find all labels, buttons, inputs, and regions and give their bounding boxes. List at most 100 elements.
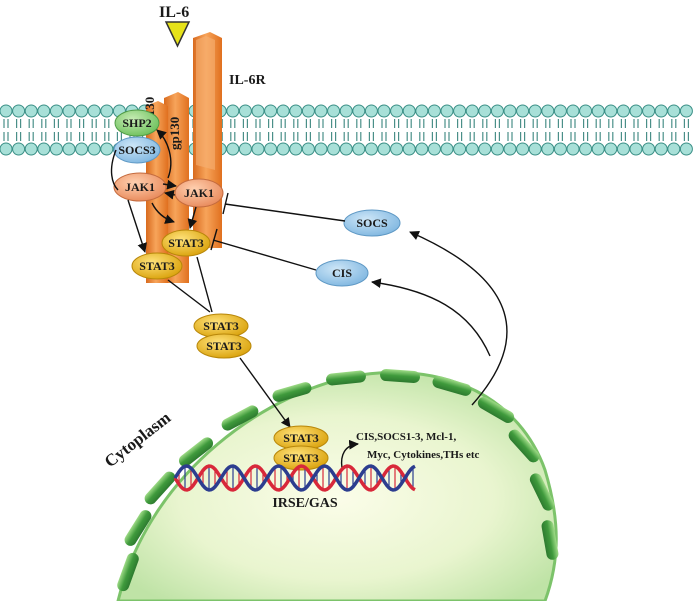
dimer-to-nucleus-arrow <box>239 357 291 428</box>
nuclear-pore-segment <box>221 405 259 431</box>
nuclear-pore-segment <box>178 437 214 467</box>
jak1-right-node <box>174 178 224 208</box>
pathway-arrows <box>110 129 508 469</box>
lipid-head <box>541 142 555 156</box>
lipid-head <box>264 104 278 118</box>
nuclear-stat3-bottom-label: STAT3 <box>283 451 319 465</box>
lipid-head <box>364 142 378 156</box>
lipid-head <box>264 142 278 156</box>
lipid-head <box>352 142 366 156</box>
shp2-node <box>114 109 160 137</box>
lipid-head <box>503 104 517 118</box>
stat3-dimer-bottom-label: STAT3 <box>206 339 242 353</box>
nuclear-pore-segment <box>124 510 152 546</box>
nucleus <box>116 369 559 601</box>
lipid-head <box>453 142 467 156</box>
lipid-head <box>629 142 643 156</box>
lipid-head <box>314 104 328 118</box>
stat3-right-node <box>161 229 211 257</box>
jak1-reverse-arrow <box>164 189 176 200</box>
nuclear-pore-segment <box>541 520 559 560</box>
shp2-label: SHP2 <box>122 116 151 130</box>
lipid-head <box>679 142 693 156</box>
targets-to-socs-arrow <box>409 231 508 406</box>
lipid-head <box>427 142 441 156</box>
lipid-head <box>100 104 114 118</box>
lipid-head <box>238 142 252 156</box>
il6-ligand-icon <box>164 21 191 48</box>
stat3-right-to-dimer-line <box>196 256 213 313</box>
lipid-head <box>591 104 605 118</box>
lipid-head <box>629 104 643 118</box>
cytoplasm-label: Cytoplasm <box>101 408 174 471</box>
lipid-head <box>100 142 114 156</box>
lipid-head <box>616 142 630 156</box>
lipid-head <box>289 142 303 156</box>
nuclear-pore-segment <box>380 369 420 383</box>
nuclear-pore-segment <box>272 382 312 402</box>
lipid-head <box>490 104 504 118</box>
nuclear-pore-segment <box>529 473 555 511</box>
socs3-label: SOCS3 <box>118 143 155 157</box>
lipid-head <box>377 142 391 156</box>
stat3-left-node <box>131 252 183 280</box>
lipid-head <box>440 142 454 156</box>
jak1-left-node <box>113 172 167 202</box>
lipid-head <box>402 142 416 156</box>
lipid-head <box>642 142 656 156</box>
lipid-head <box>503 142 517 156</box>
lipid-head <box>566 142 580 156</box>
jak1-forward-arrow <box>162 179 177 190</box>
lipid-head <box>478 104 492 118</box>
lipid-head <box>427 104 441 118</box>
jak1-to-shp2-arrow <box>156 129 172 179</box>
lipid-head <box>453 104 467 118</box>
gp130-right-label: gp130 <box>167 117 182 150</box>
nuclear-stat3-top-label: STAT3 <box>283 431 319 445</box>
socs-inhibits-jak1 <box>224 203 346 222</box>
jak1-right-to-stat3-arrow <box>187 206 198 229</box>
lipid-head <box>516 104 530 118</box>
lipid-head <box>301 142 315 156</box>
lipid-head <box>604 142 618 156</box>
lipid-head <box>49 104 63 118</box>
lipid-head <box>226 104 240 118</box>
nuclear-stat3-bottom-node <box>273 445 329 471</box>
lipid-head <box>62 104 76 118</box>
cis-inhibits-stat3 <box>212 239 317 271</box>
il6r-label: IL-6R <box>229 73 266 88</box>
lipid-head <box>528 104 542 118</box>
lipid-head <box>24 142 38 156</box>
lipid-head <box>49 142 63 156</box>
lipid-head <box>667 104 681 118</box>
lipid-head <box>87 142 101 156</box>
lipid-head <box>415 104 429 118</box>
lipid-head <box>75 142 89 156</box>
lipid-head <box>327 104 341 118</box>
stat3-dimer-bottom-node <box>196 333 252 359</box>
lipid-head <box>553 104 567 118</box>
lipid-head <box>528 142 542 156</box>
lipid-head <box>12 142 26 156</box>
lipid-head <box>24 104 38 118</box>
lipid-head <box>238 104 252 118</box>
lipid-head <box>579 142 593 156</box>
lipid-head <box>251 104 265 118</box>
stat3-left-to-dimer-line <box>167 279 211 313</box>
nuclear-pore-segment <box>432 376 472 396</box>
socs-node <box>343 209 401 237</box>
dna-helix <box>173 464 416 492</box>
lipid-head <box>667 142 681 156</box>
cell-membrane <box>0 104 699 156</box>
il6-label: IL-6 <box>159 4 189 21</box>
lipid-head <box>12 104 26 118</box>
jak1-left-label: JAK1 <box>125 180 155 194</box>
target-genes-line1: CIS,SOCS1-3, Mcl-1, <box>356 431 456 443</box>
lipid-head <box>289 104 303 118</box>
lipid-head <box>478 142 492 156</box>
lipid-head <box>75 104 89 118</box>
cis-node <box>315 259 369 287</box>
lipid-head <box>390 142 404 156</box>
cis-label: CIS <box>332 266 352 280</box>
socs3-node <box>113 136 161 164</box>
